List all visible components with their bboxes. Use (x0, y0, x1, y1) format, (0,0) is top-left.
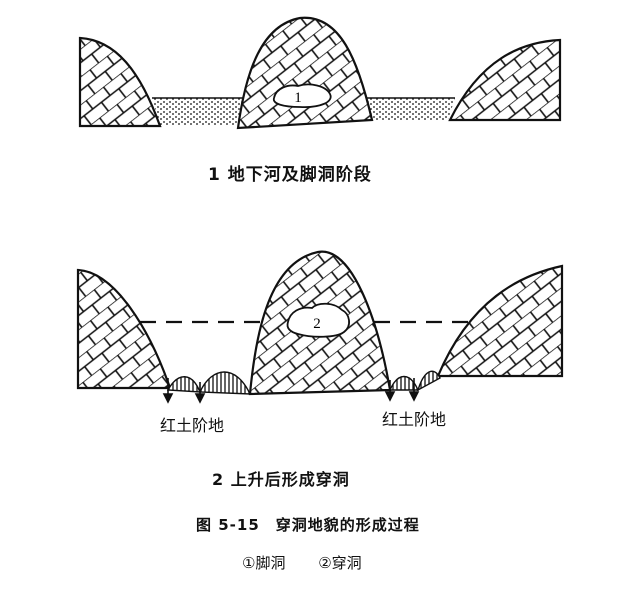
stage1-diagram (78, 16, 562, 130)
terrace-label-right: 红土阶地 (382, 410, 447, 429)
terrace-left-mound-2 (198, 371, 252, 395)
stage1-caption: 1 地下河及脚洞阶段 (208, 165, 372, 185)
stage2-cave (286, 302, 350, 338)
stage1-center-hill (236, 16, 374, 130)
stage1-right-hill (448, 38, 562, 122)
stage1-sediment-right (365, 98, 455, 120)
stage2-caption: 2 上升后形成穿洞 (212, 470, 350, 489)
stage2-right-hill (436, 264, 564, 378)
stage1-sediment-left (152, 98, 245, 126)
stage2-cave-marker: 2 (313, 316, 321, 332)
stage1-cave-marker: 1 (294, 90, 302, 106)
terrace-label-left: 红土阶地 (160, 416, 225, 435)
stage1-left-hill (78, 36, 162, 128)
legend-item-2: ②穿洞 (318, 554, 362, 572)
terrace-left-mound-1 (166, 376, 202, 393)
figure-title: 图 5-15 穿洞地貌的形成过程 (196, 516, 420, 534)
legend-item-1: ①脚洞 (242, 554, 286, 572)
stage2-left-hill (76, 268, 172, 390)
stage2-diagram (76, 250, 564, 404)
stage1-cave (272, 83, 332, 108)
terrace-right-mound-2 (416, 370, 441, 392)
incision-arrows (162, 378, 420, 404)
figure-legend: ①脚洞 ②穿洞 (242, 552, 390, 573)
